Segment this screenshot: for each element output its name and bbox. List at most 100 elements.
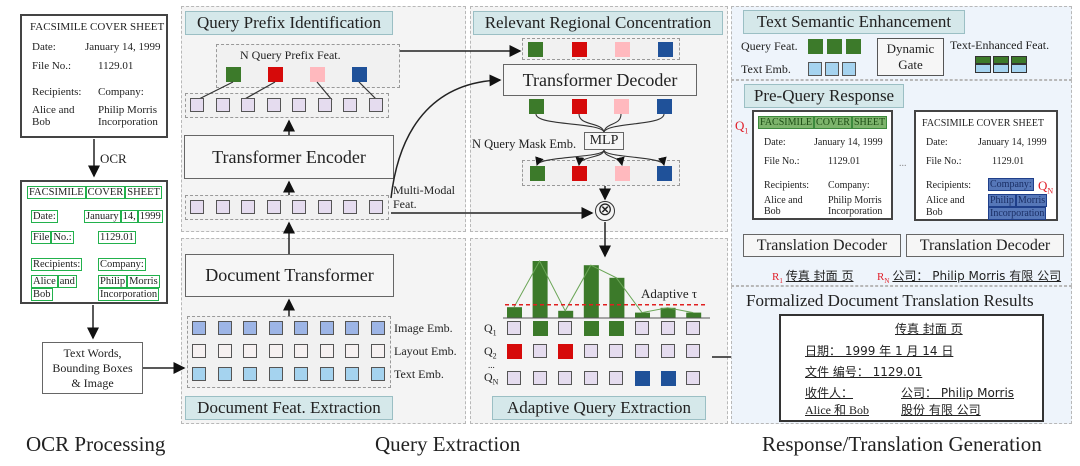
prefix-feat-label: N Query Prefix Feat. xyxy=(240,48,341,62)
prefix-token xyxy=(190,98,204,112)
q1-cell xyxy=(635,321,649,335)
ocr-word-box: Recipients: xyxy=(31,258,83,271)
ocr-word-box: Philip xyxy=(98,275,128,288)
score-bar xyxy=(609,277,625,318)
doc-recipients-value-2: Bob xyxy=(32,116,51,128)
query-feat-square xyxy=(808,39,823,54)
docn-recipients-label: Recipients: xyxy=(926,180,971,191)
translated-file: 文件 编号： 1129.01 xyxy=(805,365,923,379)
title-semantic: Text Semantic Enhancement xyxy=(743,10,965,34)
doc-file-label: File No.: xyxy=(32,60,72,72)
decoder-query-row xyxy=(522,38,680,60)
score-line xyxy=(513,259,694,314)
enhanced-feat-bottom xyxy=(975,64,991,73)
ocr-word-box: Bob xyxy=(31,288,53,301)
highlight-word: Morris xyxy=(1015,194,1048,207)
layout-embedding xyxy=(345,344,359,358)
link-green-mlp xyxy=(535,113,605,133)
score-bar xyxy=(532,261,548,318)
layout-embedding xyxy=(268,344,283,358)
enhanced-feat-label: Text-Enhanced Feat. xyxy=(950,38,1050,52)
doc1-company-1: Philip Morris xyxy=(828,195,882,206)
doc-date-label: Date: xyxy=(32,41,56,53)
query-label-qn: QN xyxy=(484,370,499,387)
prefix-feat-box xyxy=(216,44,400,88)
decoder-out-blue xyxy=(657,99,672,114)
ocr-word-box: Morris xyxy=(127,275,160,288)
q1-marker: Q1 xyxy=(735,118,749,136)
highlight-word: FACSIMILE xyxy=(758,116,815,129)
dynamic-gate: Dynamic Gate xyxy=(877,38,944,76)
doc-company-value-1: Philip Morris xyxy=(98,104,157,116)
title-query-prefix: Query Prefix Identification xyxy=(185,11,393,35)
pre-query-doc-n: FACSIMILE COVER SHEET Date: January 14, … xyxy=(914,110,1058,221)
title-regional: Relevant Regional Concentration xyxy=(473,11,723,35)
enhanced-feat-bottom xyxy=(1011,64,1027,73)
decoder-out-green xyxy=(529,99,544,114)
link-red-mlp xyxy=(578,113,605,133)
score-bar xyxy=(507,307,522,318)
score-bar xyxy=(660,307,676,318)
translated-title: 传真 封面 页 xyxy=(895,322,963,336)
q2-cell xyxy=(609,344,624,358)
query-feat-square xyxy=(827,39,842,54)
qn-cell xyxy=(686,371,701,385)
doc1-file-label: File No.: xyxy=(764,156,800,167)
q1-cell xyxy=(686,321,701,335)
title-adaptive: Adaptive Query Extraction xyxy=(492,396,706,420)
doc1-recipients-label: Recipients: xyxy=(764,180,809,191)
text-embedding xyxy=(294,367,308,381)
text-emb-square xyxy=(825,62,839,76)
text-emb-square xyxy=(842,62,856,76)
image-embedding xyxy=(370,321,385,335)
highlight-word: Company: xyxy=(988,178,1034,191)
multimodal-token xyxy=(343,200,357,214)
link-mlp-blue xyxy=(603,149,667,167)
multiply-icon: ⊗ xyxy=(595,201,615,221)
docn-recipients-2: Bob xyxy=(926,207,943,218)
translated-recipients: 收件人： xyxy=(805,386,854,400)
decoder-query-red xyxy=(572,42,587,57)
image-embedding xyxy=(268,321,283,335)
text-embedding xyxy=(243,367,257,381)
multimodal-token xyxy=(266,200,281,214)
decoder-query-green xyxy=(528,42,543,57)
qn-marker: QN xyxy=(1038,178,1054,196)
text-emb-label-2: Text Emb. xyxy=(741,62,791,76)
threshold-label: Adaptive τ xyxy=(641,286,698,301)
enhanced-feat-top xyxy=(1011,56,1027,64)
link-red-prefix xyxy=(242,81,276,101)
caption-query-extraction: Query Extraction xyxy=(375,432,521,456)
layout-embedding xyxy=(243,344,257,358)
q1-cell xyxy=(507,321,521,335)
image-embedding xyxy=(243,321,257,335)
layout-embedding xyxy=(370,344,385,358)
layout-embedding xyxy=(192,344,206,358)
highlight-word: Incorporation xyxy=(988,207,1047,220)
q2-cell xyxy=(558,344,574,359)
query-label-q2: Q2 xyxy=(484,344,497,361)
doc-date-value: January 14, 1999 xyxy=(85,41,161,53)
prefix-token xyxy=(368,98,383,112)
qn-cell xyxy=(660,371,676,386)
prefix-query-green xyxy=(226,67,241,82)
doc1-recipients-2: Bob xyxy=(764,206,781,217)
arrow-mm-to-decoder xyxy=(390,74,502,199)
mask-emb-green xyxy=(530,166,545,181)
ocr-word-box: January xyxy=(84,210,121,223)
docn-date-label: Date: xyxy=(926,137,948,148)
ocr-output-box: Text Words, Bounding Boxes & Image xyxy=(42,342,143,394)
ocr-word-box: SHEET xyxy=(125,186,162,199)
q2-cell xyxy=(583,344,598,358)
ocr-word-box: 1129.01 xyxy=(98,231,136,244)
ocr-word-box: Company: xyxy=(98,258,146,271)
highlight-word: Philip xyxy=(988,194,1016,207)
text-embedding xyxy=(319,367,334,381)
mask-emb-pink xyxy=(615,166,630,181)
score-bar xyxy=(686,312,702,318)
qn-cell xyxy=(635,371,650,386)
image-embedding xyxy=(319,321,334,335)
q1-cell xyxy=(558,321,573,335)
decoder-query-pink xyxy=(615,42,630,57)
docn-recipients-1: Alice and xyxy=(926,195,965,206)
